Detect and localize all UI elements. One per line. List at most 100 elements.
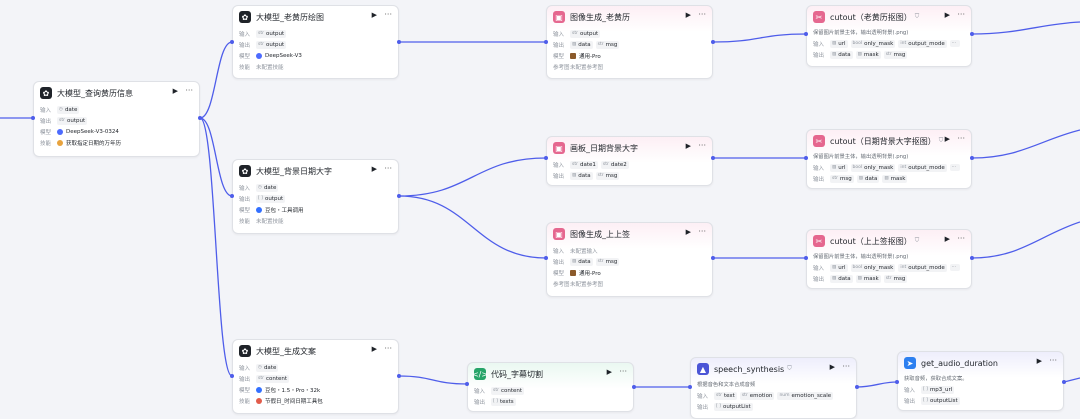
input-handle[interactable] <box>465 382 469 386</box>
param-tag: msg <box>839 175 852 182</box>
node-speech-synthesis[interactable]: ▲ speech_synthesis ⛉ ▶ ··· 根据音色和文本合成音频 输… <box>690 357 857 419</box>
node-cutout-date[interactable]: ✂ cutout（日期背景大字抠图） ⛉ ▶ ··· 保留图片前景主体，输出透明… <box>806 129 972 189</box>
ref-image: 未配置参考图 <box>570 281 604 288</box>
node-description: 保留图片前景主体，输出透明背景(.png) <box>813 254 909 260</box>
more-icon[interactable]: ··· <box>698 227 706 236</box>
output-handle[interactable] <box>632 385 636 389</box>
more-icon[interactable]: ··· <box>384 164 392 173</box>
param-tag: date2 <box>610 161 627 168</box>
node-audio-duration[interactable]: ➤ get_audio_duration ▶ ··· 获取音频，获取合成文案。 … <box>897 351 1064 411</box>
node-cutout-almanac[interactable]: ✂ cutout（老黄历抠图） ⛉ ▶ ··· 保留图片前景主体，输出透明背景(… <box>806 5 972 67</box>
more-icon[interactable]: ··· <box>698 10 706 19</box>
output-handle[interactable] <box>970 156 974 160</box>
more-icon[interactable]: ··· <box>842 362 850 371</box>
input-handle[interactable] <box>804 156 808 160</box>
node-description: 保留图片前景主体，输出透明背景(.png) <box>813 30 909 36</box>
param-tag: data <box>578 258 591 265</box>
play-icon[interactable]: ▶ <box>685 142 691 150</box>
play-icon[interactable]: ▶ <box>371 11 377 19</box>
model-icon <box>57 128 63 135</box>
image-gen-icon: ▣ <box>553 11 565 23</box>
play-icon[interactable]: ▶ <box>371 345 377 353</box>
param-tag: data <box>838 51 851 58</box>
model-icon <box>570 269 576 276</box>
output-handle[interactable] <box>970 256 974 260</box>
more-icon[interactable]: ··· <box>619 367 627 376</box>
input-handle[interactable] <box>804 32 808 36</box>
play-icon[interactable]: ▶ <box>172 87 178 95</box>
play-icon[interactable]: ▶ <box>371 165 377 173</box>
skill-name: 节假日_时间日期工具包 <box>265 398 323 405</box>
play-icon[interactable]: ▶ <box>606 368 612 376</box>
more-icon[interactable]: ··· <box>957 10 965 19</box>
input-handle[interactable] <box>544 156 548 160</box>
input-handle[interactable] <box>230 194 234 198</box>
ref-image: 未配置参考图 <box>570 64 604 71</box>
play-icon[interactable]: ▶ <box>944 11 950 19</box>
param-tag: output_mode <box>908 40 945 47</box>
play-icon[interactable]: ▶ <box>944 235 950 243</box>
version-icon: ⛉ <box>787 365 792 372</box>
param-tag: text <box>723 392 735 399</box>
input-handle[interactable] <box>895 380 899 384</box>
param-tag: mask <box>863 275 879 282</box>
more-icon[interactable]: ··· <box>185 86 193 95</box>
play-icon[interactable]: ▶ <box>685 11 691 19</box>
output-handle[interactable] <box>397 374 401 378</box>
node-title: get_audio_duration <box>921 358 998 368</box>
param-tag: output <box>265 41 285 48</box>
more-icon[interactable]: ··· <box>957 134 965 143</box>
skill-name: 获取指定日期的万年历 <box>66 140 122 147</box>
param-tag: mask <box>863 51 879 58</box>
output-handle[interactable] <box>397 40 401 44</box>
input-handle[interactable] <box>544 40 548 44</box>
version-icon: ⛉ <box>914 237 920 244</box>
openai-logo-icon: ✿ <box>239 11 251 23</box>
more-icon[interactable]: ··· <box>698 141 706 150</box>
param-tag: date <box>64 106 78 113</box>
model-name: 豆包・1.5・Pro・32k <box>265 387 321 394</box>
output-handle[interactable] <box>397 194 401 198</box>
input-handle[interactable] <box>544 256 548 260</box>
output-handle[interactable] <box>855 385 859 389</box>
input-handle[interactable] <box>31 116 35 120</box>
node-title: cutout（日期背景大字抠图） <box>830 136 936 146</box>
play-icon[interactable]: ▶ <box>1036 357 1042 365</box>
input-handle[interactable] <box>230 40 234 44</box>
output-handle[interactable] <box>1062 380 1066 384</box>
more-icon[interactable]: ··· <box>957 234 965 243</box>
node-title: 大模型_背景日期大字 <box>256 166 332 176</box>
input-handle[interactable] <box>688 385 692 389</box>
node-cutout-sign[interactable]: ✂ cutout（上上签抠图） ⛉ ▶ ··· 保留图片前景主体，输出透明背景(… <box>806 229 972 289</box>
node-title: 图像生成_上上签 <box>570 229 630 239</box>
more-icon[interactable]: ··· <box>384 10 392 19</box>
node-title: speech_synthesis <box>714 364 785 374</box>
edge-date-sign <box>398 195 547 259</box>
output-handle[interactable] <box>711 156 715 160</box>
more-icon[interactable]: ··· <box>1049 356 1057 365</box>
param-tag: texts <box>499 398 514 405</box>
input-handle[interactable] <box>230 374 234 378</box>
more-icon[interactable]: ··· <box>384 344 392 353</box>
play-icon[interactable]: ▶ <box>944 135 950 143</box>
output-handle[interactable] <box>711 40 715 44</box>
output-handle[interactable] <box>711 256 715 260</box>
output-handle[interactable] <box>970 32 974 36</box>
param-tag: url <box>838 264 846 271</box>
code-icon: </> <box>471 368 489 380</box>
param-tag: date1 <box>579 161 596 168</box>
input-handle[interactable] <box>804 256 808 260</box>
play-icon[interactable]: ▶ <box>829 363 835 371</box>
output-handle[interactable] <box>198 116 202 120</box>
node-title: cutout（上上签抠图） <box>830 236 912 246</box>
play-icon[interactable]: ▶ <box>685 228 691 236</box>
node-date-big[interactable]: ✿ 大模型_背景日期大字 ▶ ··· 输入◷date 输出[ ]output 模… <box>232 159 399 234</box>
